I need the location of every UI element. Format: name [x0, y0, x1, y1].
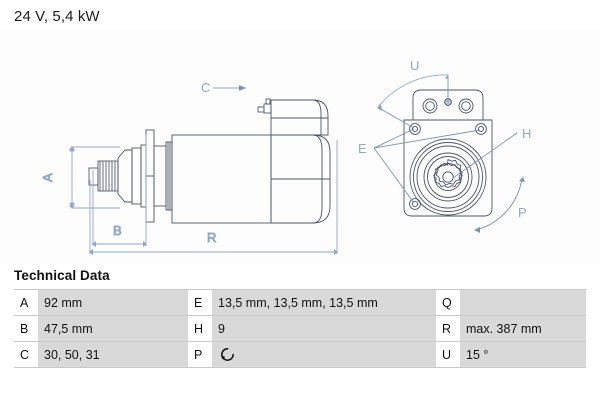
row-key-b: B — [14, 315, 38, 342]
row-key-p: P — [188, 341, 212, 368]
label-h: H — [522, 126, 531, 141]
dimension-b: B — [92, 135, 147, 247]
front-view-drawing — [403, 89, 493, 217]
table-row: C 30, 50, 31 P U 15 ° — [14, 341, 586, 368]
label-b: B — [113, 223, 122, 238]
row-value-c: 30, 50, 31 — [38, 341, 188, 368]
row-value-p — [212, 341, 436, 368]
label-a: A — [40, 173, 55, 182]
label-u: U — [410, 58, 419, 73]
intermediate-housing — [153, 141, 173, 211]
table-row: A 92 mm E 13,5 mm, 13,5 mm, 13,5 mm Q — [14, 289, 586, 316]
drive-end-housing — [117, 149, 133, 203]
terminal-block — [412, 89, 484, 121]
side-view-drawing — [88, 98, 331, 224]
row-key-a: A — [14, 289, 38, 316]
solenoid-housing — [270, 99, 329, 136]
row-value-r: max. 387 mm — [460, 315, 586, 342]
row-key-r: R — [436, 315, 460, 342]
bolt-hole-bottom-left — [409, 198, 421, 210]
callout-u: U — [377, 58, 449, 129]
row-key-c: C — [14, 341, 38, 368]
nose-collar — [131, 144, 147, 208]
commutator-end-housing — [270, 134, 331, 224]
bolt-hole-top-left — [409, 123, 421, 135]
row-key-h: H — [188, 315, 212, 342]
page-title: 24 V, 5,4 kW — [14, 8, 100, 25]
label-p: P — [518, 205, 527, 220]
mounting-flange-front — [403, 119, 493, 217]
technical-data-table: A 92 mm E 13,5 mm, 13,5 mm, 13,5 mm Q B … — [14, 289, 586, 368]
counterclockwise-rotation-icon — [218, 345, 237, 364]
pinion-gear-front — [433, 158, 463, 191]
bolt-hole-top-right — [475, 123, 487, 135]
mounting-flange — [145, 129, 155, 223]
technical-data-section: Technical Data A 92 mm E 13,5 mm, 13,5 m… — [0, 268, 600, 368]
callout-p: P — [474, 177, 527, 233]
row-value-u: 15 ° — [460, 341, 586, 368]
row-value-q — [460, 289, 586, 316]
row-value-h: 9 — [212, 315, 436, 342]
flange-bolt-holes — [409, 123, 487, 210]
pinion-gear — [88, 160, 119, 192]
row-key-q: Q — [436, 289, 460, 316]
label-c: C — [201, 80, 210, 95]
table-row: B 47,5 mm H 9 R max. 387 mm — [14, 315, 586, 342]
row-value-e: 13,5 mm, 13,5 mm, 13,5 mm — [212, 289, 436, 316]
callout-e: E — [358, 128, 481, 204]
dimension-r: R — [89, 140, 338, 255]
callout-h: H — [452, 126, 531, 179]
row-key-e: E — [188, 289, 212, 316]
callout-c: C — [201, 80, 246, 95]
technical-drawing-panel: C A B R — [0, 30, 600, 262]
technical-data-heading: Technical Data — [14, 268, 110, 283]
dimension-a: A — [40, 146, 120, 209]
motor-body — [171, 134, 272, 224]
pilot-rings — [409, 138, 487, 216]
row-value-b: 47,5 mm — [38, 315, 188, 342]
label-e: E — [358, 141, 367, 156]
label-r: R — [207, 230, 216, 245]
row-key-u: U — [436, 341, 460, 368]
row-value-a: 92 mm — [38, 289, 188, 316]
terminal-studs — [257, 98, 272, 114]
technical-drawing-svg: C A B R — [40, 58, 531, 255]
